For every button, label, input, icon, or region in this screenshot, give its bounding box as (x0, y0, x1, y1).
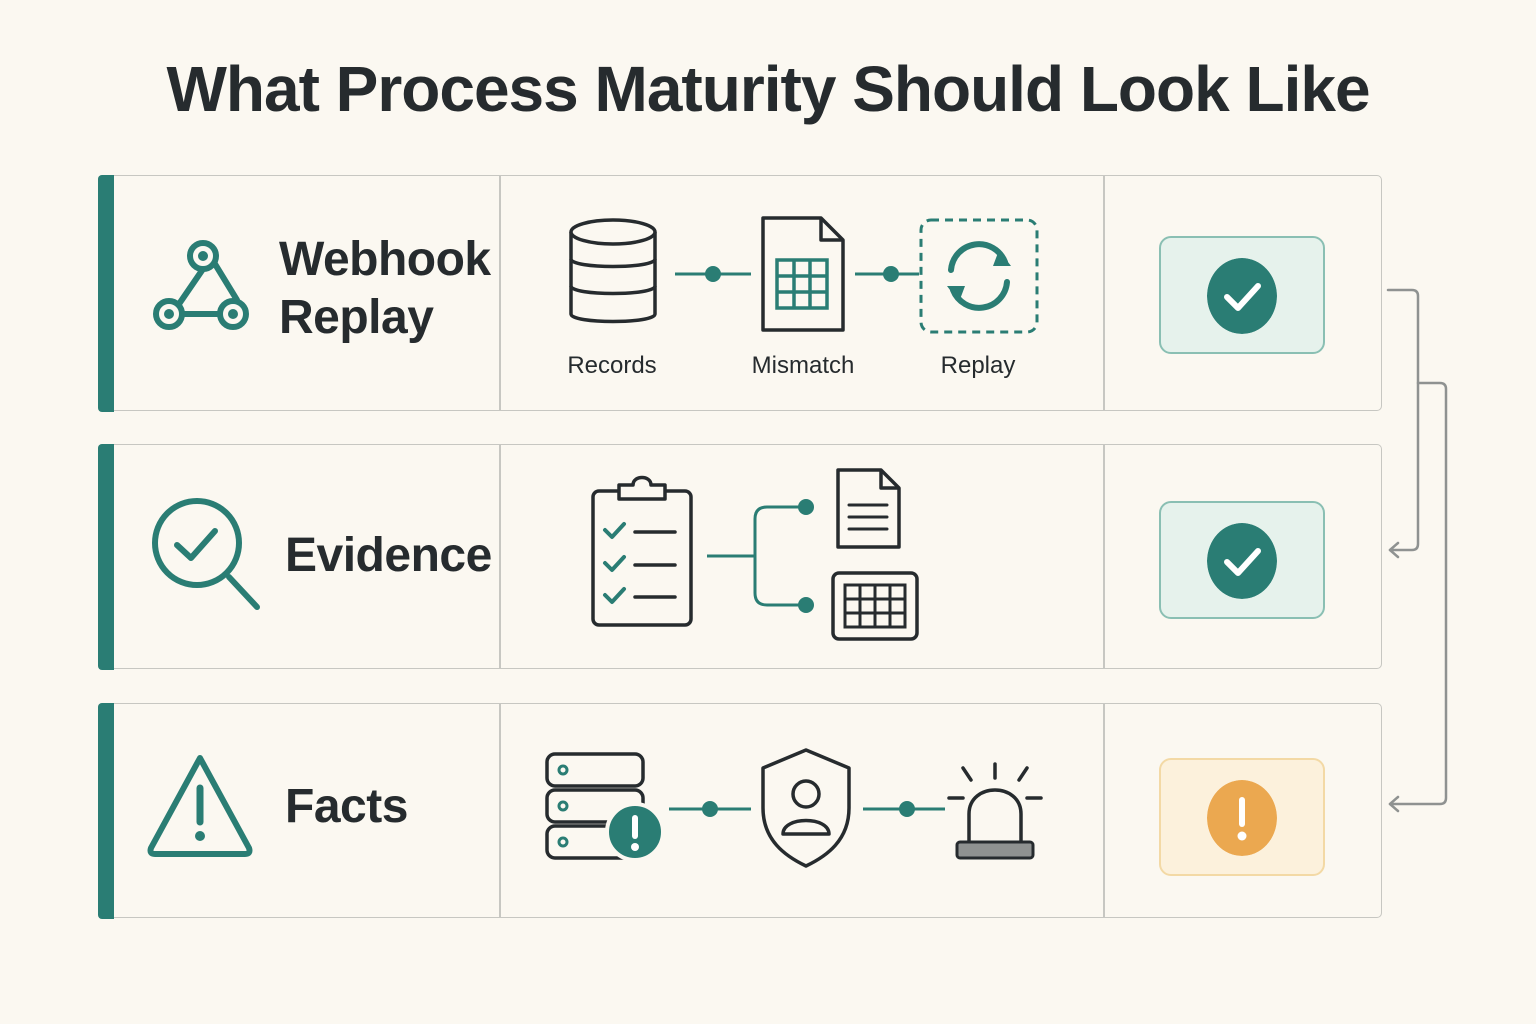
server-alert-icon (545, 752, 665, 862)
row-accent-bar (97, 174, 114, 412)
row-webhook-replay: Webhook Replay (97, 174, 1382, 412)
column-divider (1103, 176, 1105, 410)
spreadsheet-icon (761, 216, 845, 332)
column-divider (499, 704, 501, 917)
table-icon (831, 571, 919, 641)
warning-triangle-icon (147, 755, 253, 857)
webhook-icon (153, 240, 249, 330)
page-title: What Process Maturity Should Look Like (166, 53, 1370, 125)
shield-user-icon (761, 748, 851, 868)
check-circle-icon (1207, 523, 1277, 599)
row-label-evidence: Evidence (285, 529, 492, 582)
siren-icon (947, 762, 1043, 860)
row-label-line2: Replay (279, 291, 434, 344)
clipboard-checklist-icon (591, 475, 693, 627)
row-label-facts: Facts (285, 780, 408, 833)
row-label-line1: Webhook (279, 233, 491, 286)
step-label-records: Records (567, 352, 657, 379)
check-circle-icon (1207, 258, 1277, 334)
column-divider (499, 176, 501, 410)
exclamation-circle-icon (1207, 780, 1277, 856)
step-label-mismatch: Mismatch (751, 352, 855, 379)
status-box-ok (1159, 236, 1325, 354)
step-label-replay: Replay (940, 352, 1016, 379)
magnifier-check-icon (152, 498, 260, 610)
row-accent-bar (97, 702, 114, 919)
column-divider (1103, 704, 1105, 917)
row-facts: Facts (97, 702, 1382, 919)
row-evidence: Evidence (97, 443, 1382, 670)
status-box-ok (1159, 501, 1325, 619)
column-divider (1103, 445, 1105, 668)
database-icon (569, 218, 657, 324)
status-box-warning (1159, 758, 1325, 876)
row-accent-bar (97, 443, 114, 670)
flow-connectors (675, 266, 919, 282)
flow-connectors (669, 801, 945, 817)
branch-connectors (707, 499, 814, 613)
refresh-icon (919, 218, 1039, 334)
row-label-webhook: Webhook Replay (279, 231, 491, 347)
column-divider (499, 445, 501, 668)
document-icon (836, 468, 901, 549)
